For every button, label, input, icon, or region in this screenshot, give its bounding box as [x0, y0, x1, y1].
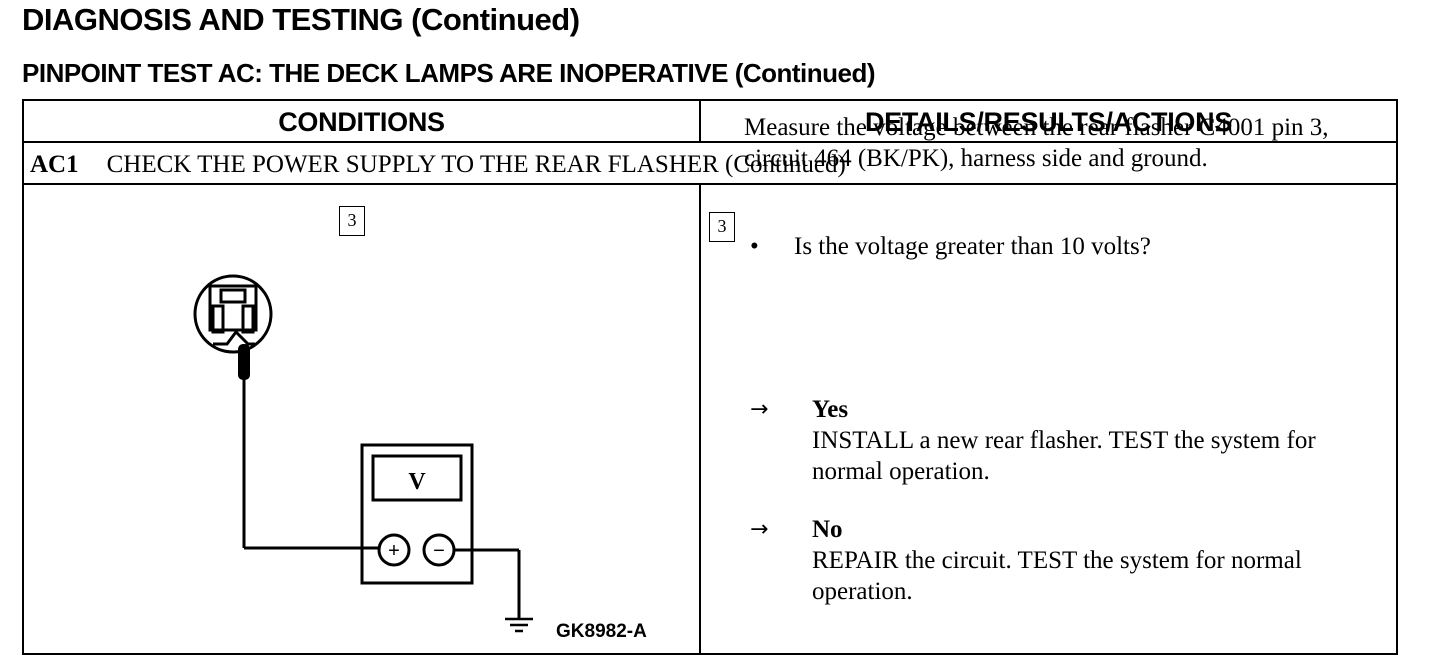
conditions-header: CONDITIONS	[278, 107, 445, 137]
details-content: Measure the voltage between the rear fla…	[744, 112, 1374, 605]
header-column-divider	[699, 101, 701, 141]
minus-terminal: −	[433, 540, 445, 562]
result-action: REPAIR the circuit. TEST the system for …	[812, 547, 1302, 605]
step-row: AC1 CHECK THE POWER SUPPLY TO THE REAR FL…	[30, 147, 846, 183]
step-divider	[24, 183, 1396, 185]
pinpoint-test-title: PINPOINT TEST AC: THE DECK LAMPS ARE INO…	[22, 58, 876, 88]
arrow-right-icon: →	[750, 517, 769, 542]
header-divider	[24, 141, 1396, 143]
voltmeter-icon	[360, 443, 474, 585]
result-action: INSTALL a new rear flasher. TEST the sys…	[812, 427, 1316, 485]
step-title: CHECK THE POWER SUPPLY TO THE REAR FLASH…	[106, 151, 846, 178]
result-label: Yes	[812, 396, 849, 423]
pinpoint-test-table: CONDITIONS DETAILS/RESULTS/ACTIONS AC1 CH…	[22, 99, 1398, 655]
test-probe-icon	[238, 344, 378, 550]
connector-icon	[193, 274, 273, 354]
instruction-text: Measure the voltage between the rear fla…	[744, 114, 1329, 172]
figure-id: GK8982-A	[556, 621, 647, 642]
illustration-step-box: 3	[339, 206, 365, 236]
question-text: Is the voltage greater than 10 volts?	[794, 233, 1151, 260]
body-column-divider	[699, 185, 701, 653]
result-label: No	[812, 516, 843, 543]
document-title: DIAGNOSIS AND TESTING (Continued)	[22, 2, 580, 37]
details-step-box: 3	[709, 212, 735, 242]
arrow-right-icon: →	[750, 397, 769, 422]
step-id: AC1	[30, 151, 79, 178]
ground-symbol-icon	[505, 617, 533, 633]
plus-terminal: +	[388, 540, 400, 562]
bullet: •	[750, 233, 759, 260]
details-header: DETAILS/RESULTS/ACTIONS	[864, 107, 1233, 137]
ground-lead	[454, 548, 521, 618]
meter-label: V	[408, 469, 426, 495]
